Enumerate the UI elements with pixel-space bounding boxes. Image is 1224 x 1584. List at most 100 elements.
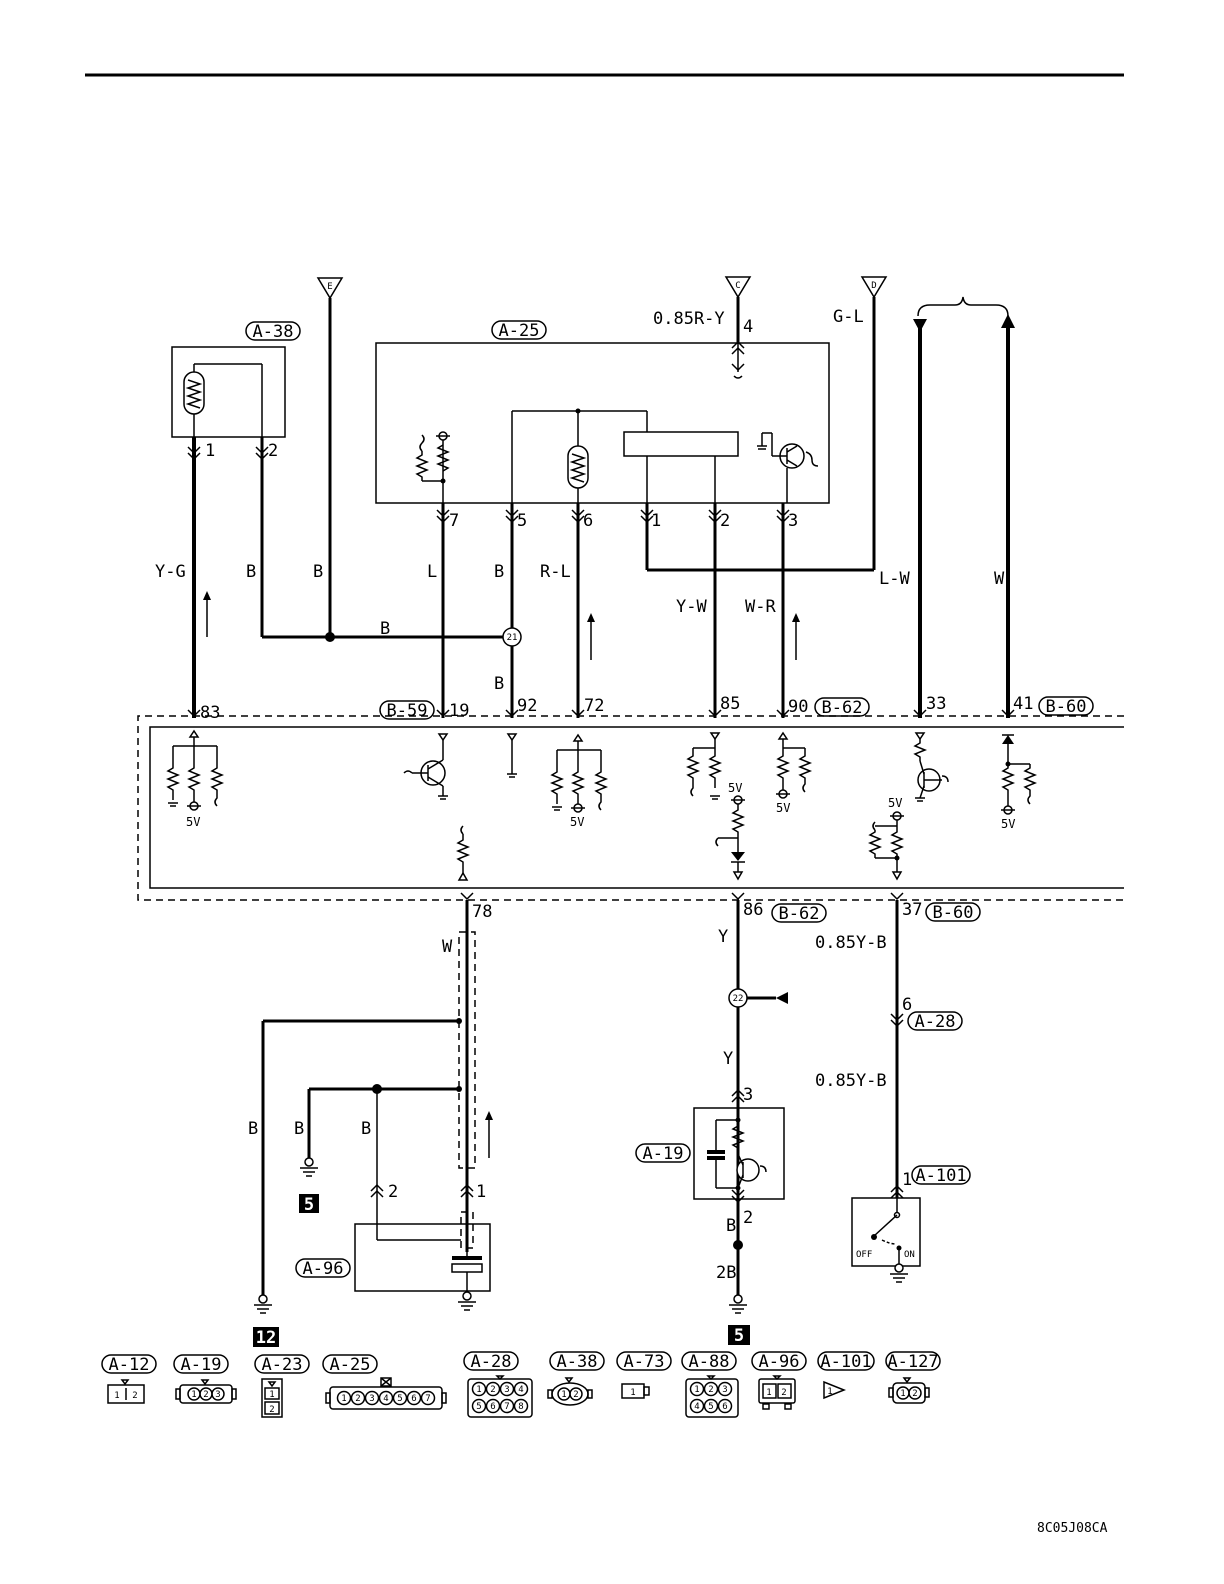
svg-text:0.85Y-B: 0.85Y-B [815, 933, 887, 953]
svg-text:2: 2 [132, 1391, 137, 1401]
svg-text:B: B [361, 1119, 371, 1139]
ecu-outline [137, 715, 1124, 901]
svg-text:L-W: L-W [879, 569, 910, 589]
svg-text:B: B [246, 562, 256, 582]
tag-b62-top: B-62 [814, 697, 870, 718]
svg-text:A-101: A-101 [915, 1166, 966, 1186]
svg-text:A-25: A-25 [499, 321, 540, 341]
tag-b62-bottom: B-62 [771, 903, 827, 924]
svg-text:1: 1 [114, 1391, 119, 1401]
svg-text:2: 2 [388, 1182, 398, 1202]
connector-pin-label: 4 [383, 1394, 388, 1404]
svg-text:5V: 5V [888, 796, 902, 810]
svg-text:B: B [494, 674, 504, 694]
svg-text:OFF: OFF [856, 1250, 872, 1260]
svg-text:1: 1 [205, 441, 215, 461]
svg-text:1: 1 [766, 1388, 771, 1398]
svg-text:1: 1 [902, 1170, 912, 1190]
connector-pin [717, 1398, 733, 1414]
connector-pin [703, 1381, 719, 1397]
svg-text:W: W [994, 569, 1005, 589]
svg-text:Y: Y [718, 927, 728, 947]
svg-text:3: 3 [743, 1085, 753, 1105]
svg-text:G-L: G-L [833, 307, 864, 327]
svg-text:5V: 5V [1001, 817, 1015, 831]
svg-text:21: 21 [507, 633, 518, 643]
connector-pin-label: 7 [425, 1394, 430, 1404]
svg-text:D: D [871, 281, 876, 291]
svg-text:7: 7 [449, 511, 459, 531]
svg-text:Y-W: Y-W [676, 597, 707, 617]
svg-text:5: 5 [734, 1326, 744, 1346]
connector-pin-label: 3 [722, 1385, 727, 1395]
svg-text:B-62: B-62 [822, 698, 863, 718]
connector-pin-label: 4 [518, 1385, 523, 1395]
svg-text:83: 83 [200, 703, 220, 723]
svg-text:2: 2 [269, 1405, 274, 1415]
svg-text:1: 1 [630, 1388, 635, 1398]
legend-a88: A-88 [681, 1351, 737, 1372]
legend-a73: A-73 [616, 1351, 672, 1372]
ground-12: 12 [253, 1294, 279, 1348]
tag-a38: A-38 [245, 321, 301, 342]
a38-sensor-box [171, 346, 286, 438]
connector-pin [471, 1398, 487, 1414]
svg-text:1: 1 [191, 1390, 196, 1400]
connector-pin [689, 1398, 705, 1414]
legend-a12: A-12 [101, 1354, 157, 1375]
svg-text:A-73: A-73 [624, 1352, 665, 1372]
svg-text:6: 6 [583, 511, 593, 531]
tag-a96: A-96 [295, 1258, 351, 1279]
svg-text:A-19: A-19 [181, 1355, 222, 1375]
svg-text:Y-G: Y-G [155, 562, 186, 582]
connector-pin-label: 8 [518, 1402, 523, 1412]
connector-pin-label: 6 [490, 1402, 495, 1412]
connector-pin [499, 1381, 515, 1397]
svg-text:A-101: A-101 [820, 1352, 871, 1372]
connector-pin-label: 5 [476, 1402, 481, 1412]
svg-text:A-38: A-38 [253, 322, 294, 342]
connector-pin-label: 7 [504, 1402, 509, 1412]
connector-pin [513, 1381, 529, 1397]
svg-text:2: 2 [781, 1388, 786, 1398]
svg-text:90: 90 [788, 697, 808, 717]
svg-text:1: 1 [900, 1389, 905, 1399]
svg-text:12: 12 [256, 1328, 276, 1348]
svg-text:5V: 5V [186, 815, 200, 829]
svg-text:B: B [380, 619, 390, 639]
connector-pin-label: 2 [708, 1385, 713, 1395]
svg-text:6: 6 [902, 995, 912, 1015]
svg-text:E: E [327, 282, 332, 292]
connector-pin [471, 1381, 487, 1397]
ground-a101 [890, 1263, 908, 1283]
svg-text:19: 19 [449, 701, 469, 721]
legend-a101: A-101 [817, 1351, 875, 1372]
svg-text:86: 86 [743, 900, 763, 920]
legend-a23: A-23 [254, 1354, 310, 1375]
connector-pin [689, 1381, 705, 1397]
connector-pin [336, 1390, 352, 1406]
svg-text:L: L [427, 562, 437, 582]
svg-text:A-38: A-38 [557, 1352, 598, 1372]
svg-text:2: 2 [912, 1389, 917, 1399]
legend-a127: A-127 [885, 1351, 941, 1372]
svg-text:R-L: R-L [540, 562, 571, 582]
svg-text:2: 2 [743, 1208, 753, 1228]
svg-text:5: 5 [517, 511, 527, 531]
ground-a96 [458, 1291, 476, 1311]
a38-thermistor-icon [183, 371, 205, 415]
connector-pin-label: 6 [722, 1402, 727, 1412]
connector-pin-label: 3 [369, 1394, 374, 1404]
chevrons-lower [370, 1088, 904, 1204]
svg-text:33: 33 [926, 694, 946, 714]
svg-text:2: 2 [573, 1390, 578, 1400]
svg-text:37: 37 [902, 900, 922, 920]
connector-pin [499, 1398, 515, 1414]
junction-dot-3 [733, 1240, 743, 1250]
svg-text:3: 3 [788, 511, 798, 531]
connector-pin [485, 1398, 501, 1414]
connector-pin-label: 1 [341, 1394, 346, 1404]
a25-ic-block [623, 431, 739, 457]
legend-a19: A-19 [173, 1354, 229, 1375]
